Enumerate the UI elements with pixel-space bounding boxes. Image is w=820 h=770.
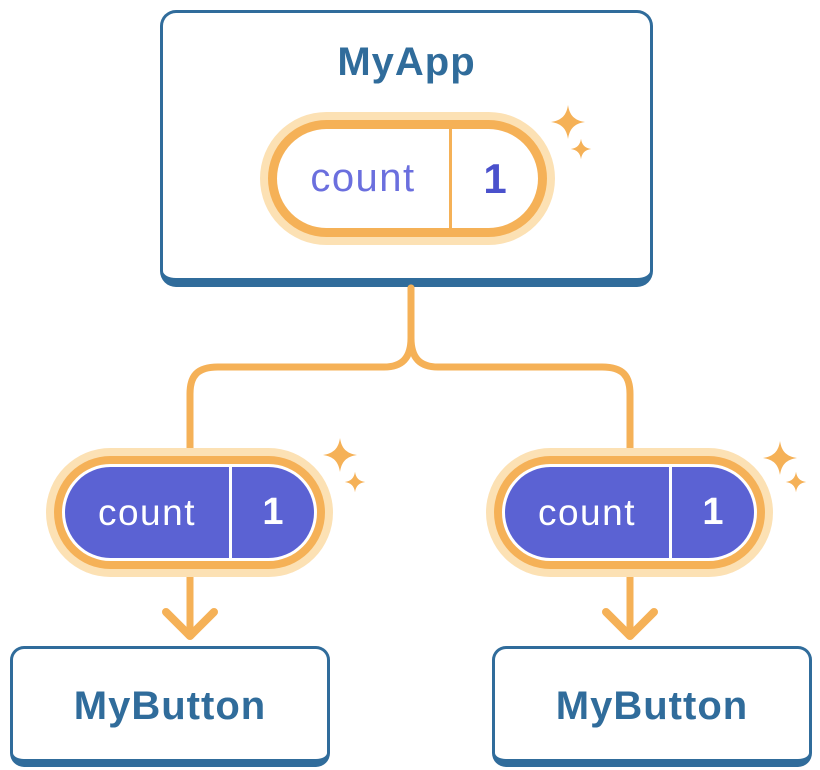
prop-pill-body: count 1 (65, 467, 314, 558)
prop-pill-inset: count 1 (502, 464, 757, 561)
prop-pill-right: count 1 (486, 448, 773, 577)
sparkle-icon (344, 471, 366, 493)
sparkle-icon (763, 441, 797, 475)
arrow-head-right-icon (602, 608, 658, 640)
state-pill-divider (449, 129, 452, 228)
myapp-title: MyApp (337, 40, 476, 84)
state-pill-label: count (310, 156, 416, 200)
sparkle-icon (323, 438, 357, 472)
prop-pill-divider (229, 467, 232, 558)
prop-arrows (162, 568, 658, 640)
state-pill-root: count 1 (260, 112, 555, 245)
prop-pill-value: 1 (232, 467, 314, 558)
state-pill-value: 1 (483, 154, 507, 202)
prop-pill-left: count 1 (46, 448, 333, 577)
state-pill-ring: count 1 (268, 120, 547, 237)
prop-pill-label: count (505, 467, 669, 558)
sparkle-icon (785, 471, 807, 493)
prop-pill-inset: count 1 (62, 464, 317, 561)
mybutton-title-right: MyButton (555, 683, 749, 728)
arrow-head-left-icon (162, 608, 218, 640)
mybutton-card-left: MyButton (10, 646, 330, 767)
prop-pill-ring: count 1 (494, 456, 765, 569)
prop-pill-value: 1 (672, 467, 754, 558)
state-pill-body: count 1 (277, 129, 538, 228)
mybutton-title-left: MyButton (73, 683, 267, 728)
prop-pill-divider (669, 467, 672, 558)
prop-pill-label: count (65, 467, 229, 558)
mybutton-card-right: MyButton (492, 646, 812, 767)
prop-pill-body: count 1 (505, 467, 754, 558)
prop-pill-ring: count 1 (54, 456, 325, 569)
